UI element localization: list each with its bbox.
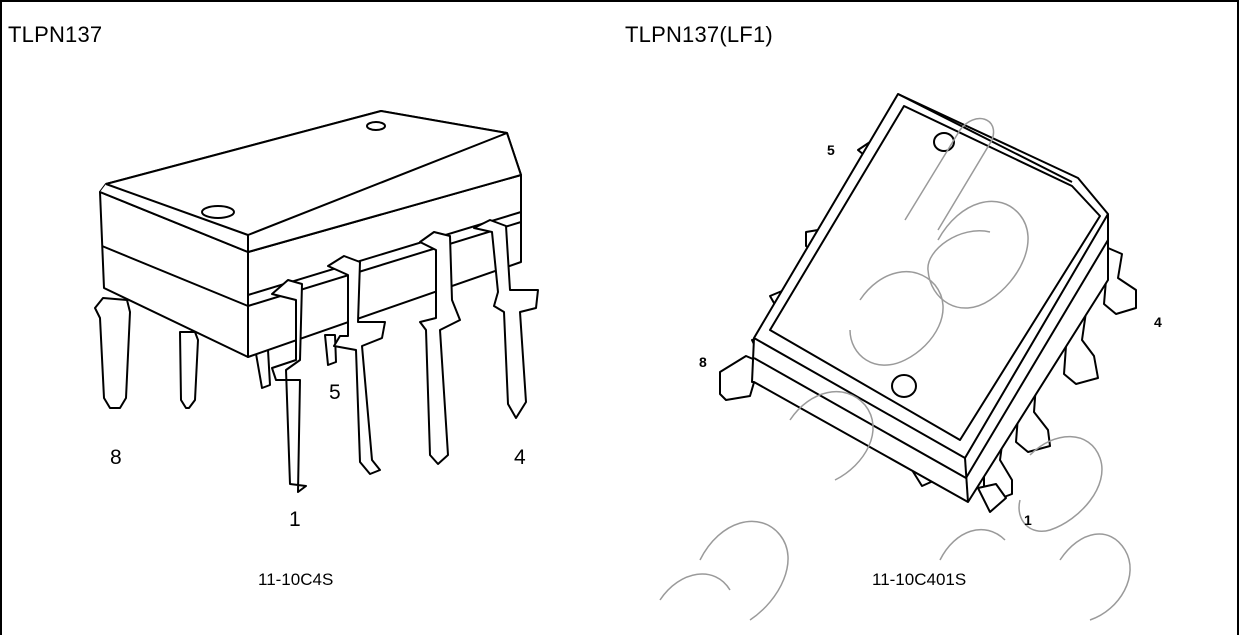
dip-pin-label-4: 4 — [514, 446, 526, 469]
left-panel-caption: 11-10C4S — [258, 570, 334, 589]
dip-pin-label-5: 5 — [329, 381, 341, 404]
smd8-package-drawing — [719, 93, 1137, 513]
dip-pin-label-1: 1 — [289, 508, 301, 531]
dip-pin-label-8: 8 — [110, 446, 122, 469]
smd-pin-label-8: 8 — [699, 354, 707, 370]
smd-pin-label-4: 4 — [1154, 314, 1162, 330]
right-panel-title: TLPN137(LF1) — [625, 22, 773, 47]
smd-pin-label-5: 5 — [827, 142, 835, 158]
right-panel-caption: 11-10C401S — [872, 570, 967, 589]
dip8-package-drawing — [94, 110, 539, 493]
watermark-outline-lettering — [659, 117, 1131, 621]
left-panel-title: TLPN137 — [8, 22, 103, 47]
smd-pin-label-1: 1 — [1024, 512, 1032, 528]
